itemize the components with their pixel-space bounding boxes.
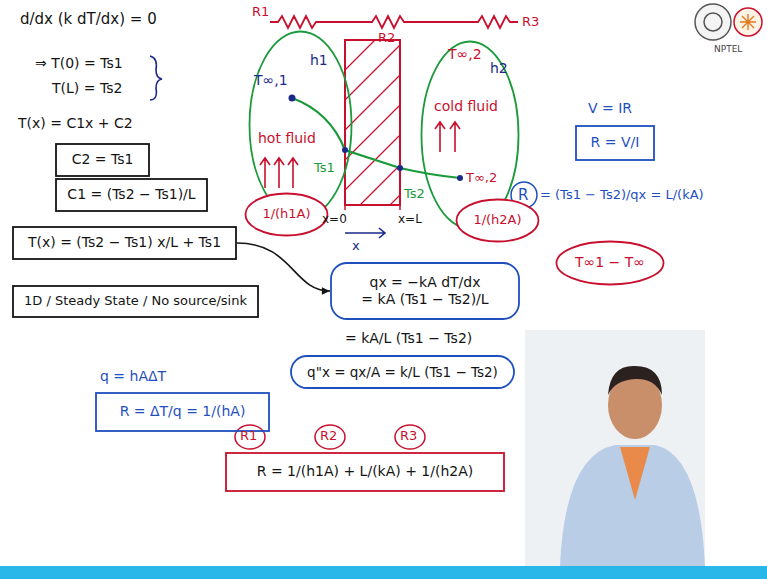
node-text: T∞,1 [254,72,288,90]
resistor-label: R1 [252,4,269,20]
presenter-video [525,330,705,566]
institute-logo [695,4,762,40]
node-text: C1 = (Ts2 − Ts1)/L [67,186,195,204]
equation-box: T(x) = (Ts2 − Ts1) x/L + Ts1 [12,226,237,260]
profile-dot [342,147,348,153]
temperature-label: Ts2 [404,186,425,202]
assumption-box: 1D / Steady State / No source/sink [12,285,259,318]
position-label: x=0 [322,212,347,226]
node-text: h2 [490,60,508,78]
temperature-label: Ts1 [314,160,335,176]
callout-number: R3 [400,428,417,444]
equation-text: q = hAΔT [100,368,166,385]
equation-text: = (Ts1 − Ts2)/qx = L/(kA) [540,187,704,203]
equation-text: = kA/L (Ts1 − Ts2) [345,330,472,347]
equation-box: q"x = qx/A = k/L (Ts1 − Ts2) [290,355,515,389]
equation-box: R = V/I [575,125,655,161]
callout-number: R2 [320,428,337,444]
position-label: x=L [398,212,422,226]
node-text: R = ΔT/q = 1/(hA) [120,403,246,421]
x-axis-arrow [345,228,385,238]
equation-text: d/dx (k dT/dx) = 0 [20,10,157,28]
equation-text: R [518,186,528,204]
logo-text: NPTEL [714,44,742,55]
node-text: C2 = Ts1 [72,151,134,169]
resistor-label: R3 [522,14,539,30]
temperature-label: T∞,2 [466,170,497,186]
fluid-region: T∞,1 h1 hot fluid [248,30,353,220]
node-text: T∞,2 [448,46,482,64]
node-text: T(x) = (Ts2 − Ts1) x/L + Ts1 [28,234,221,252]
node-text: 1/(h1A) [262,206,310,222]
label-circle [235,425,265,449]
node-text: hot fluid [258,130,316,148]
node-text: cold fluid [434,98,498,116]
node-outline [248,30,353,220]
equation-text: V = IR [588,100,632,117]
resistor-label: R2 [378,30,395,46]
brace [150,56,162,100]
node-text: qx = −kA dT/dx [370,274,481,292]
profile-dot [289,95,296,102]
equation-box: C1 = (Ts2 − Ts1)/L [55,178,208,212]
arrowhead [322,287,330,295]
equation-text: ⇒ T(0) = Ts1 [35,55,123,72]
equation-text: T(x) = C1x + C2 [18,115,133,132]
connector-arrow [237,243,330,291]
total-resistance-box: R = 1/(h1A) + L/(kA) + 1/(h2A) [225,452,505,492]
equation-box: R = ΔT/q = 1/(hA) [95,392,270,432]
node-text: 1/(h2A) [473,212,521,228]
label-circle [315,425,345,449]
callout-number: R1 [240,428,257,444]
wall-hatched [345,40,400,210]
resistance-circle: 1/(h2A) [455,198,540,243]
equation-box: C2 = Ts1 [55,143,150,177]
node-text: T∞1 − T∞ [575,254,645,272]
node-text: h1 [310,52,328,70]
note-oval: T∞1 − T∞ [555,240,665,286]
node-text: R = 1/(h1A) + L/(kA) + 1/(h2A) [257,463,474,481]
label-circle [395,425,425,449]
node-text: q"x = qx/A = k/L (Ts1 − Ts2) [307,364,498,381]
equation-text: T(L) = Ts2 [52,80,122,97]
equation-box: qx = −kA dT/dx= kA (Ts1 − Ts2)/L [330,262,520,320]
resistor-symbol [270,16,518,28]
footer-band [0,566,767,579]
axis-label: x [352,238,360,254]
profile-dot [457,175,463,181]
resistance-circle: 1/(h1A) [244,192,329,237]
node-text: R = V/I [591,134,640,152]
node-text: = kA (Ts1 − Ts2)/L [361,291,488,309]
node-text: 1D / Steady State / No source/sink [24,293,247,309]
profile-dot [397,165,403,171]
